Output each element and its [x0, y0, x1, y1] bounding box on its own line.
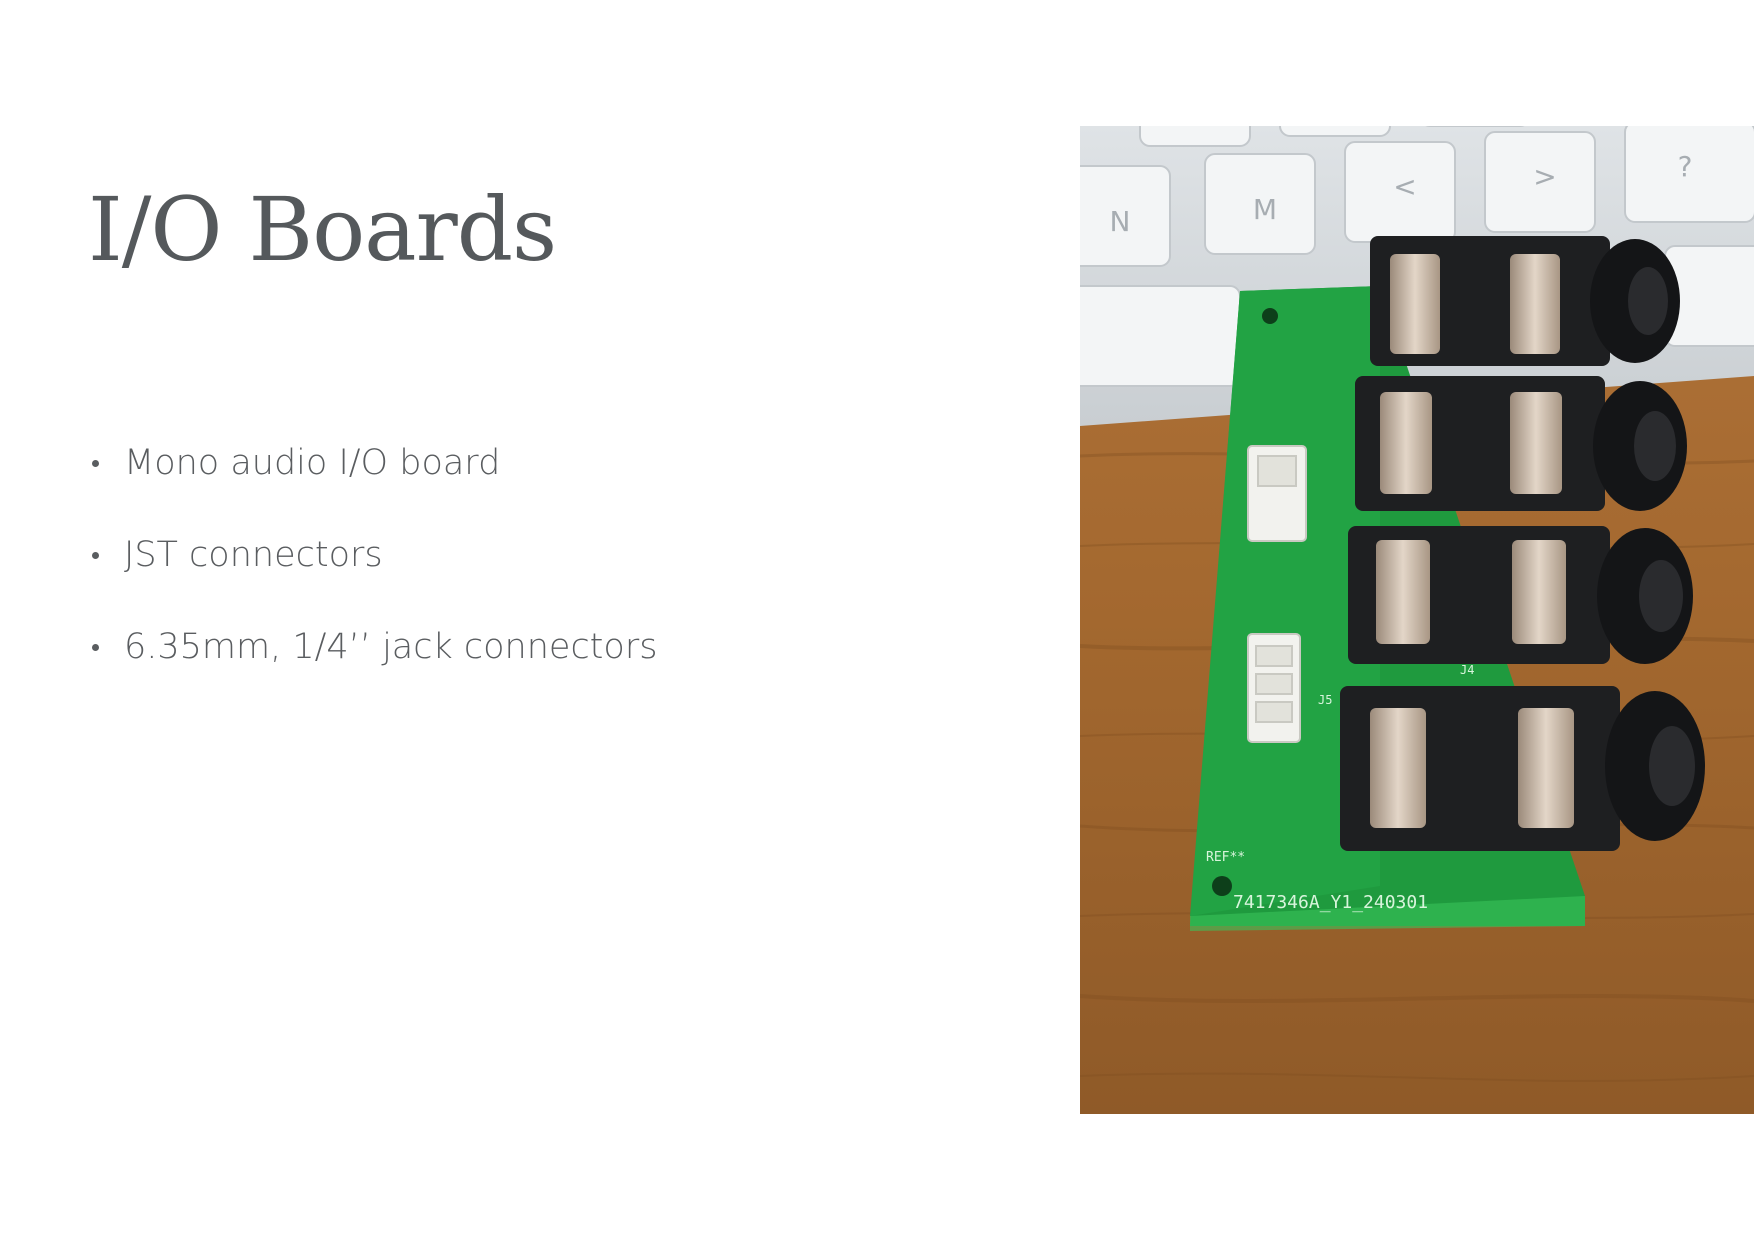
jack-label: J4 [1460, 663, 1474, 677]
bullet-dot-icon [92, 552, 99, 559]
jack-label: J5 [1318, 693, 1332, 707]
bullet-dot-icon [92, 644, 99, 651]
bullet-dot-icon [92, 460, 99, 467]
pcb-photo-illustration: N M < > ? [1080, 126, 1754, 1114]
pcb-photo: N M < > ? [1080, 126, 1754, 1114]
bullet-item: JST connectors [88, 530, 657, 622]
bullet-list: Mono audio I/O board JST connectors 6.35… [88, 438, 657, 714]
bullet-item: Mono audio I/O board [88, 438, 657, 530]
key-label: ? [1678, 150, 1693, 183]
jack-row [1370, 236, 1680, 366]
bullet-item: 6.35mm, 1/4’’ jack connectors [88, 622, 657, 714]
jack-row [1340, 686, 1705, 851]
key-label: N [1110, 205, 1131, 238]
key-label: < [1393, 170, 1416, 203]
jack-row [1355, 376, 1687, 511]
jst-connector [1247, 445, 1307, 743]
jack-connectors [1340, 236, 1705, 851]
jack-row [1348, 526, 1693, 664]
bullet-text: Mono audio I/O board [124, 443, 501, 483]
bullet-text: 6.35mm, 1/4’’ jack connectors [124, 627, 658, 667]
board-label: 7417346A_Y1_240301 [1233, 892, 1428, 913]
key-label: > [1533, 160, 1556, 193]
ref-label: REF** [1206, 850, 1245, 865]
keyboard-keys [1080, 126, 1754, 387]
bullet-text: JST connectors [124, 535, 383, 575]
key-label: M [1253, 193, 1277, 226]
slide-title: I/O Boards [88, 178, 557, 281]
